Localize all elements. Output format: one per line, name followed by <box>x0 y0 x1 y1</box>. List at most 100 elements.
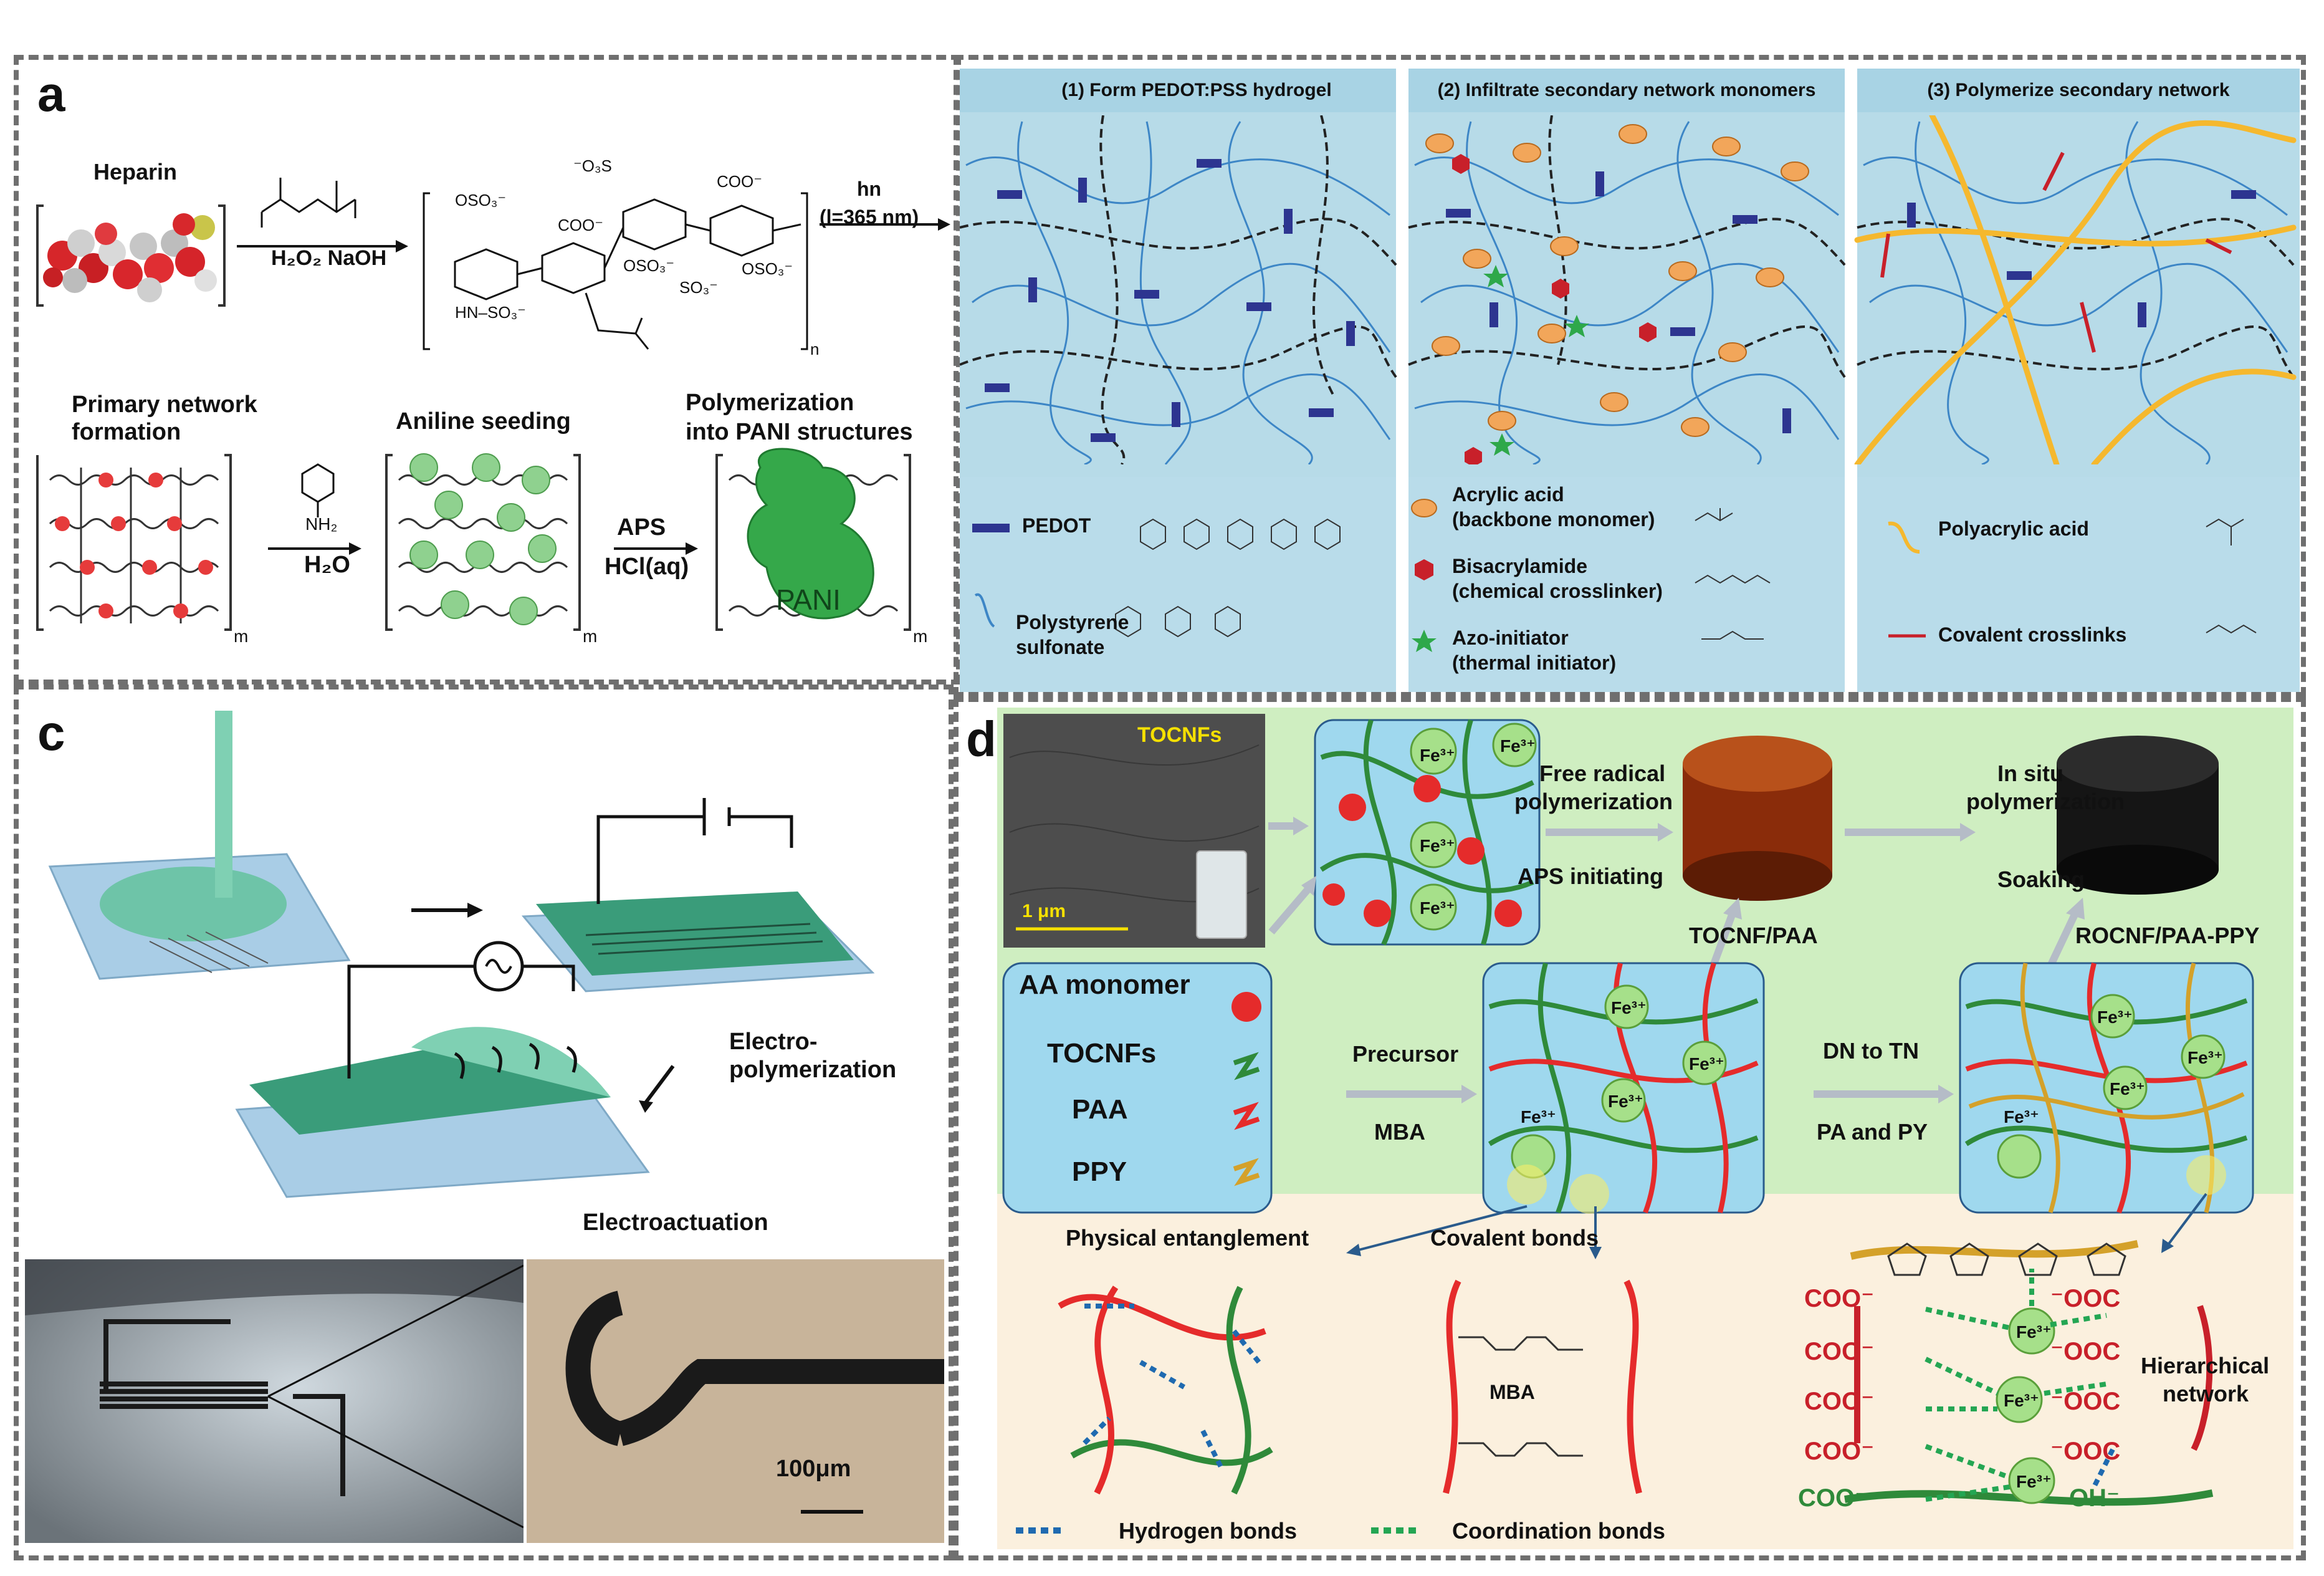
primary-network-label: Primary network <box>72 392 257 418</box>
panel-d <box>954 697 2306 1560</box>
pa-py-label: PA and PY <box>1817 1119 1928 1145</box>
repeat-m-1: m <box>234 627 249 646</box>
primary-network-label-2: formation <box>72 419 181 445</box>
free-radical-label-1: Free radical <box>1539 761 1666 786</box>
legend-step2 <box>1408 477 1845 692</box>
svg-text:HN‒SO₃⁻: HN‒SO₃⁻ <box>455 303 526 322</box>
pani-label: PANI <box>776 584 841 616</box>
aniline-arrow <box>268 463 361 555</box>
polymerization-label: Polymerization <box>686 390 854 416</box>
bis-label-1: Bisacrylamide <box>1452 555 1588 577</box>
heparin-molecule-model <box>36 204 226 307</box>
coo-label-4: COO⁻ <box>1804 1438 1875 1465</box>
paa-label-d: PAA <box>1072 1094 1128 1125</box>
pss-legend-mark <box>974 593 995 628</box>
hierarchical-label-2: network <box>2163 1381 2249 1406</box>
hydrogen-bonds-label: Hydrogen bonds <box>1119 1518 1297 1544</box>
azo-label-1: Azo-initiator <box>1452 627 1569 649</box>
h2o-label: H₂O <box>304 552 350 578</box>
azo-label-2: (thermal initiator) <box>1452 651 1617 674</box>
hierarchical-label-1: Hierarchical <box>2141 1353 2270 1378</box>
network-primary <box>36 454 232 631</box>
step3-header: (3) Polymerize secondary network <box>1857 69 2300 112</box>
network-pani <box>715 448 911 631</box>
ppy-mark <box>1233 1158 1260 1186</box>
svg-text:COO⁻: COO⁻ <box>558 216 603 234</box>
svg-text:SO₃⁻: SO₃⁻ <box>679 278 718 297</box>
hierarchical-network-illustration <box>1844 1240 2214 1506</box>
monomer-infiltrated-network <box>1408 115 1846 464</box>
aps-initiating-label: APS initiating <box>1518 863 1663 889</box>
svg-text:OSO₃⁻: OSO₃⁻ <box>623 256 674 275</box>
covalent-bond-illustration <box>1443 1279 1642 1494</box>
fe-label-13: Fe³⁺ <box>2016 1322 2052 1342</box>
tem-scale-label: 1 μm <box>1022 901 1066 921</box>
fe-label-12: Fe³⁺ <box>2004 1107 2039 1127</box>
pss-label-1: Polystyrene <box>1016 611 1129 633</box>
dn-tn-label: DN to TN <box>1823 1038 1919 1064</box>
panel-d-graphics <box>1002 714 2254 1534</box>
electropolymerization-label-1: Electro- <box>729 1029 818 1055</box>
rocnf-label: ROCNF/PAA-PPY <box>2075 923 2260 948</box>
in-situ-label-1: In situ <box>1997 761 2063 786</box>
wavelength-label: (l=365 nm) <box>820 206 919 228</box>
fe-label-15: Fe³⁺ <box>2016 1472 2052 1491</box>
repeat-n: n <box>810 340 820 358</box>
paa-legend-mark <box>1888 521 1920 554</box>
microscope-photo <box>527 1259 944 1543</box>
fe-label-11: Fe³⁺ <box>2110 1079 2145 1098</box>
double-network <box>1854 115 2297 464</box>
fe-label-6: Fe³⁺ <box>1689 1054 1724 1074</box>
tocnfs-label: TOCNFs <box>1047 1038 1157 1069</box>
hcl-label: HCl(aq) <box>605 554 689 580</box>
coo-label-3: COO⁻ <box>1804 1388 1875 1415</box>
fe-label-3: Fe³⁺ <box>1420 836 1455 855</box>
polymerization-label-2: into PANI structures <box>686 419 913 445</box>
coo-label-5: COO⁻ <box>1798 1484 1868 1512</box>
mba-label: MBA <box>1374 1119 1425 1145</box>
ooc-label-3: ⁻OOC <box>2050 1388 2121 1415</box>
bisacrylamide-legend-mark <box>1415 559 1433 580</box>
coo-label-1: COO⁻ <box>1804 1285 1875 1312</box>
repeat-m-2: m <box>583 627 598 646</box>
pedot-legend-mark <box>972 524 1010 532</box>
aniline-seeding-label: Aniline seeding <box>396 408 571 435</box>
fe-label-1: Fe³⁺ <box>1420 746 1455 765</box>
panel-b-legend-graphics <box>972 499 2257 652</box>
panel-c-letter: c <box>37 705 65 761</box>
aa-monomer-label: AA monomer <box>1019 969 1190 1000</box>
panel-a-graphics: OSO₃⁻ COO⁻ ⁻O₃S COO⁻ HN‒SO₃⁻ OSO₃⁻ OSO₃⁻… <box>36 156 950 631</box>
casting-step <box>48 711 351 980</box>
electropolymerization-label-2: polymerization <box>729 1057 897 1083</box>
legend-step1 <box>960 477 1396 692</box>
aps-label-a: APS <box>617 514 666 541</box>
hn-label: hn <box>857 178 882 200</box>
paa-mark <box>1233 1102 1260 1130</box>
step2-header: (2) Infiltrate secondary network monomer… <box>1408 69 1845 112</box>
panel-a <box>14 55 961 685</box>
acrylic-acid-legend-mark <box>1411 499 1437 517</box>
pedot-structure <box>1115 518 1341 638</box>
chem-structures <box>1695 508 2257 640</box>
tocnfs-mark <box>1233 1052 1260 1080</box>
aa-label-1: Acrylic acid <box>1452 483 1564 506</box>
ooc-label-2: ⁻OOC <box>2050 1338 2121 1365</box>
in-situ-label-2: polymerization <box>1966 789 2125 814</box>
panel-d-letter: d <box>966 711 997 767</box>
oh-label: OH⁻ <box>2069 1484 2120 1512</box>
aa-monomer-mark <box>1231 992 1261 1022</box>
physical-entanglement-label: Physical entanglement <box>1066 1225 1309 1251</box>
step1-header: (1) Form PEDOT:PSS hydrogel <box>960 69 1396 112</box>
fe-label-2: Fe³⁺ <box>1500 736 1536 756</box>
panel-b-networks <box>960 115 2297 464</box>
soaking-label: Soaking <box>1997 867 2085 892</box>
covalent-crosslinks-label: Covalent crosslinks <box>1938 623 2127 646</box>
aa-label-2: (backbone monomer) <box>1452 508 1655 531</box>
fe-label-10: Fe³⁺ <box>2188 1048 2223 1067</box>
heparin-methacrylate-structure <box>423 192 808 350</box>
coo-label-2: COO⁻ <box>1804 1338 1875 1365</box>
svg-text:⁻O₃S: ⁻O₃S <box>573 156 612 175</box>
network-aniline <box>385 453 581 631</box>
ppy-label: PPY <box>1072 1156 1127 1187</box>
rocnf-paa-ppy-gel <box>2057 736 2219 895</box>
